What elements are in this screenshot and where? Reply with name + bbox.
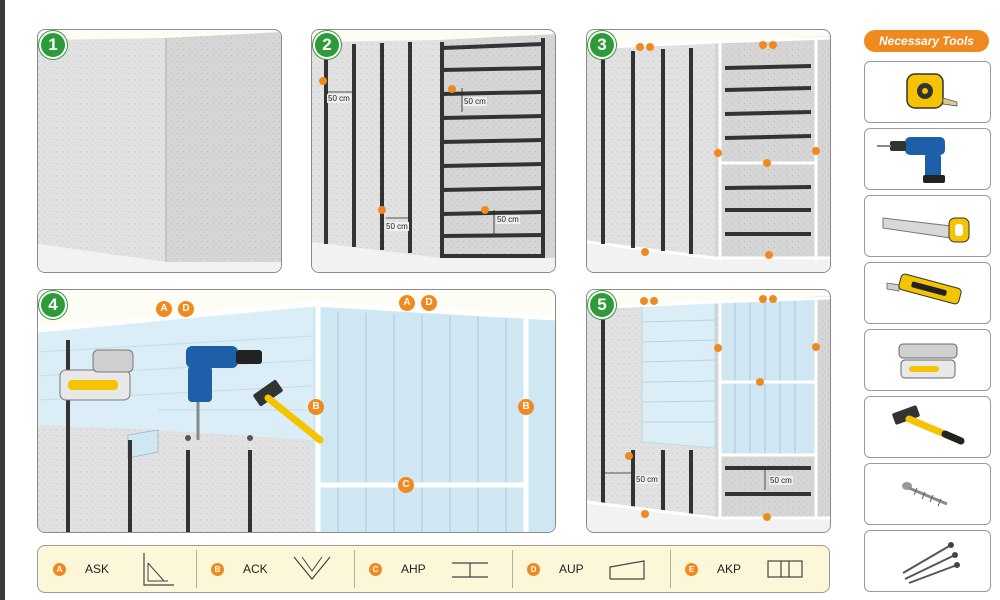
legend-separator [354, 550, 355, 588]
drill-icon [877, 137, 945, 183]
h-profile-icon [452, 562, 488, 578]
marker-d [769, 295, 777, 303]
legend-separator [670, 550, 671, 588]
marker-d: D [178, 301, 194, 317]
profile-legend: A ASK B ACK C AHP D AUP E [37, 545, 830, 593]
step-2-illustration [312, 34, 555, 272]
marker-c [763, 159, 771, 167]
legend-letter: A [53, 563, 66, 576]
marker-b [714, 344, 722, 352]
marker-e [625, 452, 633, 460]
marker-b [812, 147, 820, 155]
legend-code: ASK [85, 562, 110, 576]
step-5-illustration [587, 296, 830, 532]
legend-letter: D [527, 563, 540, 576]
legend-item-akp: E AKP [670, 546, 828, 592]
spacing-label: 50 cm [635, 475, 659, 484]
marker-d: D [421, 295, 437, 311]
marker-c [756, 378, 764, 386]
legend-item-ahp: C AHP [354, 546, 512, 592]
step-1-illustration [38, 32, 281, 272]
step-number: 2 [313, 31, 341, 59]
marker-d [646, 43, 654, 51]
marker-a: A [156, 301, 172, 317]
screw-icon [902, 482, 948, 507]
horizontal-studs [440, 38, 545, 258]
marker-d [765, 251, 773, 259]
spacing-label: 50 cm [385, 222, 409, 231]
tool-screw [864, 463, 991, 525]
necessary-tools-title: Necessary Tools [864, 30, 989, 52]
ceiling-profile-icon [609, 560, 645, 580]
staple-gun-icon [898, 343, 958, 379]
step-3-panel: 3 [586, 29, 831, 273]
step-number: 5 [588, 291, 616, 319]
legend-letter: B [211, 563, 224, 576]
legend-code: AKP [717, 562, 742, 576]
drill-illustration [186, 346, 262, 440]
step-number: 1 [39, 31, 67, 59]
marker-c: C [398, 477, 414, 493]
marker-b [714, 149, 722, 157]
nails-icon [902, 542, 960, 584]
marker-a: A [399, 295, 415, 311]
v-profile-icon [293, 556, 331, 580]
step-4-illustration [38, 301, 555, 532]
left-edge-bar [0, 0, 5, 600]
spacing-label: 50 cm [496, 215, 520, 224]
legend-letter: C [369, 563, 382, 576]
marker-d [763, 513, 771, 521]
tool-tape-measure [864, 61, 991, 123]
marker-a [759, 295, 767, 303]
legend-item-ask: A ASK [38, 546, 196, 592]
legend-item-ack: B ACK [196, 546, 354, 592]
marker-b: B [308, 399, 324, 415]
spacing-label: 50 cm [327, 94, 351, 103]
tool-utility-knife [864, 262, 991, 324]
marker-d [769, 41, 777, 49]
marker-a [636, 43, 644, 51]
legend-separator [512, 550, 513, 588]
marker-b [812, 343, 820, 351]
staple-gun-illustration [59, 349, 134, 401]
legend-code: AHP [401, 562, 426, 576]
step-3-illustration [587, 36, 830, 272]
tool-drill [864, 128, 991, 190]
marker-d [641, 248, 649, 256]
step-5-panel: 5 50 cm 50 cm [586, 289, 831, 533]
hammer-illustration [253, 380, 324, 444]
legend-code: AUP [559, 562, 584, 576]
marker-e [481, 206, 489, 214]
step-1-panel: 1 [37, 29, 282, 273]
tape-measure-icon [906, 73, 958, 109]
tool-nails [864, 530, 991, 592]
marker-e [319, 77, 327, 85]
step-2-panel: 2 50 cm 50 cm 50 cm 50 cm [311, 29, 556, 273]
legend-code: ACK [243, 562, 268, 576]
marker-d [650, 297, 658, 305]
step-number: 4 [39, 291, 67, 319]
marker-b: B [518, 399, 534, 415]
step-number: 3 [588, 31, 616, 59]
marker-a [640, 297, 648, 305]
saw-icon [882, 217, 970, 243]
joint-profile-icon [767, 560, 803, 578]
marker-e [448, 85, 456, 93]
step-4-panel: 4 A D A D B B C [37, 289, 556, 533]
legend-separator [196, 550, 197, 588]
utility-knife-icon [886, 273, 962, 305]
corner-profile-icon [143, 553, 174, 586]
spacing-label: 50 cm [463, 97, 487, 106]
legend-item-aup: D AUP [512, 546, 670, 592]
marker-a [759, 41, 767, 49]
tool-hammer [864, 396, 991, 458]
marker-e [378, 206, 386, 214]
tool-saw [864, 195, 991, 257]
marker-d [641, 510, 649, 518]
tool-staple-gun [864, 329, 991, 391]
spacing-label: 50 cm [769, 476, 793, 485]
legend-letter: E [685, 563, 698, 576]
hammer-icon [892, 405, 965, 445]
